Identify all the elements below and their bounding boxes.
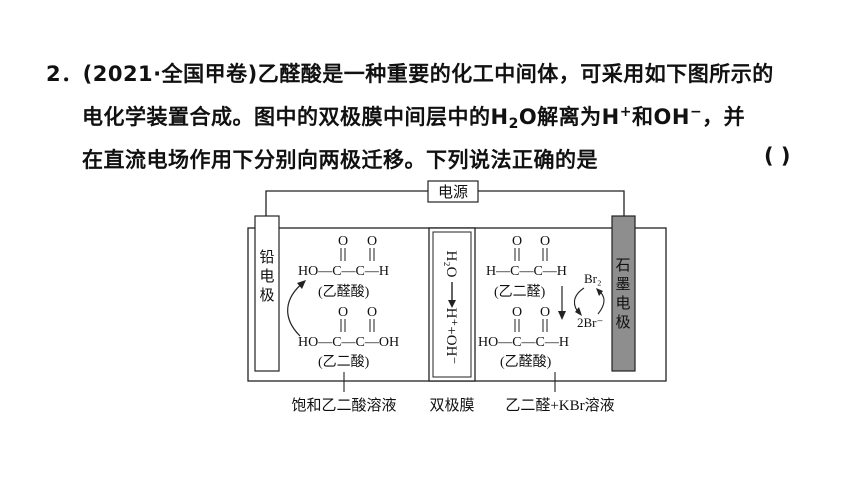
formula-oh: 和OH (632, 105, 690, 129)
question-line-3: 在直流电场作用下分别向两极迁移。下列说法正确的是 (82, 148, 598, 172)
membrane-arrowhead (448, 300, 456, 308)
question-number: 2． (46, 62, 83, 86)
question-text-2a: 电化学装置合成。图中的双极膜中间层中的 (82, 105, 491, 129)
wire-right (478, 190, 625, 216)
glyoxylic-acid-name: (乙醛酸) (318, 284, 370, 300)
question-line-1: 2．(2021·全国甲卷)乙醛酸是一种重要的化工中间体，可采用如下图所示的 (46, 58, 774, 88)
left-reaction-arrowhead (297, 280, 306, 289)
formula-h: H (490, 105, 509, 129)
membrane-water-label: H₂O (443, 251, 459, 278)
glyoxal-name: (乙二醛) (494, 284, 546, 300)
oxygen-atom: O (512, 305, 522, 320)
caption-membrane: 双极膜 (429, 397, 474, 414)
graphite-electrode-label: 石墨电极 (615, 258, 630, 331)
bromine-cycle-arrowhead-down (575, 307, 582, 316)
oxygen-atom: O (512, 234, 522, 249)
right-reaction-arrowhead (558, 311, 566, 320)
caption-right: 乙二醛+KBr溶液 (505, 397, 614, 414)
membrane-ions-label: H⁺+OH⁻ (443, 308, 459, 365)
glyoxylic-acid-right-formula: HO—C—C—H (478, 335, 569, 350)
glyoxal-formula: H—C—C—H (486, 264, 567, 279)
lead-electrode (254, 215, 280, 372)
left-reaction-arrow (287, 281, 305, 337)
right-top-molecule: O O H—C—C—H (乙二醛) (486, 234, 567, 300)
glyoxylic-acid-formula: HO—C—C—H (298, 264, 389, 279)
bipolar-membrane-inner (432, 231, 472, 378)
oxygen-atom: O (540, 305, 550, 320)
graphite-electrode (611, 215, 636, 372)
formula-superscript-minus: − (689, 104, 703, 120)
power-label: 电源 (438, 184, 468, 201)
formula-superscript-plus: + (619, 104, 632, 120)
oxalic-acid-name: (乙二酸) (318, 354, 370, 370)
bromine-cycle-arrowhead-up (596, 288, 603, 296)
formula-o: O解离为H (518, 105, 620, 129)
membrane-reaction: H₂O H⁺+OH⁻ (443, 251, 459, 365)
left-top-molecule: O O HO—C—C—H (乙醛酸) (298, 234, 389, 300)
oxygen-atom: O (540, 234, 550, 249)
oxygen-atom: O (338, 234, 348, 249)
question-line-2: 电化学装置合成。图中的双极膜中间层中的H2O解离为H+和OH−，并 (82, 101, 745, 132)
right-bottom-molecule: O O HO—C—C—H (乙醛酸) (478, 305, 569, 370)
answer-blank: ( ) (764, 144, 791, 168)
question-text-1: 乙醛酸是一种重要的化工中间体，可采用如下图所示的 (257, 62, 774, 86)
left-bottom-molecule: O O HO—C—C—OH (乙二酸) (298, 305, 399, 370)
lead-electrode-label: 铅电极 (259, 249, 274, 304)
oxalic-acid-formula: HO—C—C—OH (298, 335, 399, 350)
bromine-label: Br₂ (584, 271, 602, 286)
wire-left (265, 190, 428, 216)
question-text-2-end: ，并 (702, 105, 746, 129)
question-source: (2021·全国甲卷) (82, 62, 258, 86)
oxygen-atom: O (367, 234, 377, 249)
formula-subscript: 2 (508, 116, 519, 132)
glyoxylic-acid-right-name: (乙醛酸) (500, 354, 552, 370)
oxygen-atom: O (338, 305, 348, 320)
power-supply-box (427, 180, 479, 203)
bromide-label: 2Br⁻ (577, 315, 603, 330)
caption-left: 饱和乙二酸溶液 (291, 397, 396, 414)
oxygen-atom: O (367, 305, 377, 320)
